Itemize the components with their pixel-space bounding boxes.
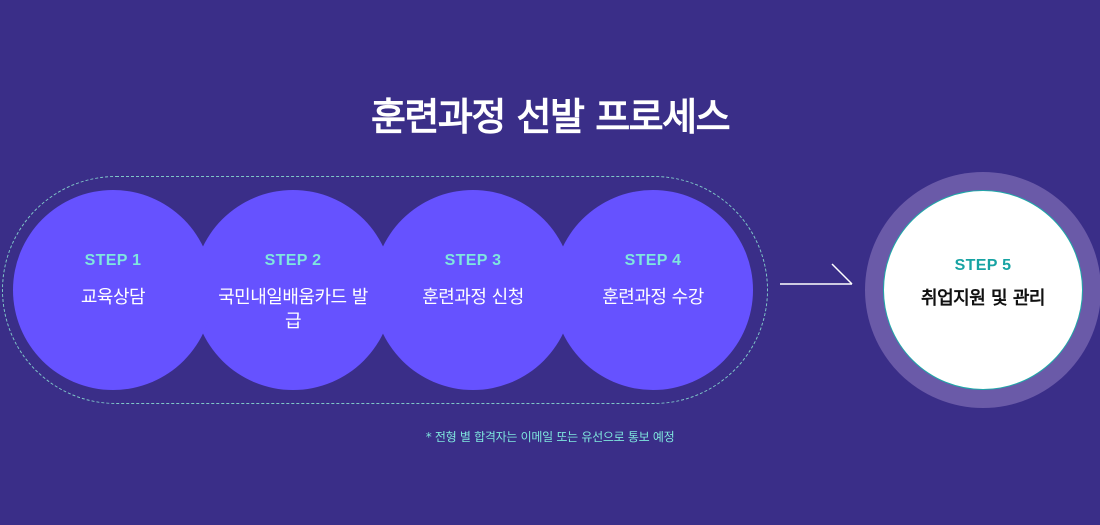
step-label: 국민내일배움카드 발급 <box>218 287 368 332</box>
step-1-circle: STEP 1 교육상담 <box>13 190 213 390</box>
page-title: 훈련과정 선발 프로세스 <box>370 95 731 139</box>
step-number: STEP 4 <box>624 252 682 269</box>
arrow-right-icon <box>780 263 853 285</box>
step-label: 교육상담 <box>80 287 146 308</box>
step-label: 취업지원 및 관리 <box>921 288 1045 309</box>
step-number: STEP 3 <box>444 252 502 269</box>
step-number: STEP 5 <box>954 257 1012 274</box>
step-4-circle: STEP 4 훈련과정 수강 <box>553 190 753 390</box>
step-label: 훈련과정 신청 <box>422 287 524 308</box>
step-2-circle: STEP 2 국민내일배움카드 발급 <box>193 190 393 390</box>
steps-group-outline <box>2 176 768 404</box>
notice-text: * 전형 별 합격자는 이메일 또는 유선으로 통보 예정 <box>425 430 675 444</box>
step-3-circle: STEP 3 훈련과정 신청 <box>373 190 573 390</box>
step-number: STEP 2 <box>264 252 322 269</box>
step-number: STEP 1 <box>84 252 142 269</box>
step-label: 훈련과정 수강 <box>602 287 704 308</box>
step-5-circle: STEP 5 취업지원 및 관리 <box>883 190 1083 390</box>
